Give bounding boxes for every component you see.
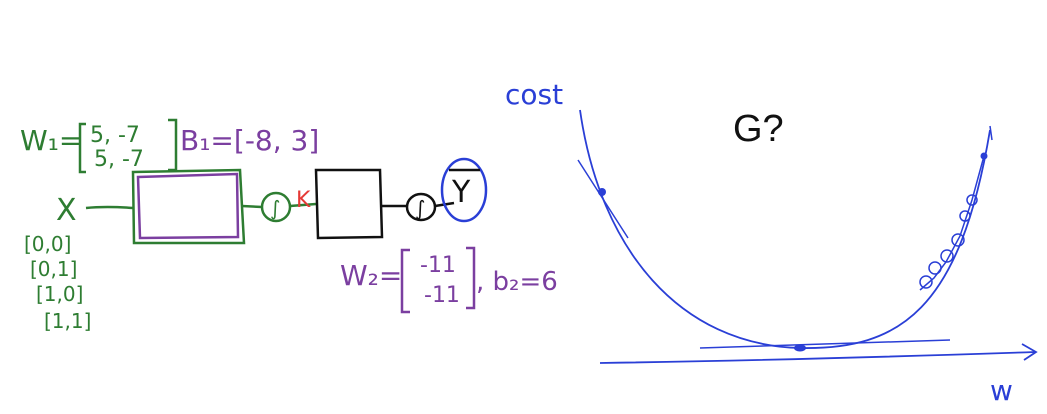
gradient-point-min (794, 344, 806, 352)
step-point (919, 275, 933, 289)
sigmoid1-circle (260, 191, 292, 223)
w-axis-arrow (1021, 343, 1038, 361)
w-axis-line (599, 351, 1036, 364)
w1-bracket-left (78, 122, 86, 174)
w-axis-label: w (990, 374, 1013, 407)
w1-bracket-right (168, 118, 178, 172)
sigmoid2-circle (405, 192, 437, 222)
w2-bracket-right (466, 246, 476, 310)
input-item: [1,0] (36, 282, 83, 306)
w2-row-1: -11 (420, 253, 456, 278)
step-point (928, 261, 942, 275)
w1-row-2: 5, -7 (94, 147, 144, 172)
input-item: [1,1] (44, 309, 91, 333)
x-to-layer1-line (85, 205, 135, 210)
k-label: K (296, 188, 311, 213)
w2-label: W₂= (340, 259, 402, 292)
sigmoid1-to-k-line (289, 202, 317, 208)
step-point (940, 249, 954, 263)
cost-curve (579, 109, 991, 349)
step-point (966, 194, 978, 206)
sigmoid2-icon: ∫ (415, 196, 425, 220)
w1-row-1: 5, -7 (90, 123, 140, 148)
x-input-label: X (56, 193, 77, 228)
gradient-point-left (598, 188, 606, 196)
input-item: [0,1] (30, 257, 77, 281)
b1-label: B₁=[-8, 3] (180, 124, 319, 157)
curve-tip (989, 125, 993, 141)
cost-curve-plot: cost w (505, 78, 1038, 407)
sigmoid1-icon: ∫ (270, 196, 280, 220)
cost-axis-label: cost (505, 78, 563, 111)
tangent-min (699, 339, 951, 349)
layer1-to-sigmoid-line (241, 204, 263, 209)
layer1-box-purple (136, 172, 240, 240)
step-point (951, 233, 965, 247)
output-label: Y (451, 175, 471, 210)
step-point (980, 152, 988, 160)
output-circle (440, 157, 488, 223)
network-diagram: W₁= 5, -7 5, -7 B₁=[-8, 3] X [0,0] [0,1]… (20, 118, 558, 333)
input-item: [0,0] (24, 232, 71, 256)
layer1-box-green (131, 168, 246, 245)
w2-bracket-left (400, 248, 410, 314)
question-label: G? (733, 108, 784, 150)
layer2-box (314, 168, 384, 240)
w1-label: W₁= (20, 124, 82, 157)
tangent-left (577, 159, 629, 239)
w2-row-2: -11 (424, 283, 460, 308)
input-list: [0,0] [0,1] [1,0] [1,1] (24, 232, 91, 333)
step-point (959, 210, 971, 222)
b2-label: , b₂=6 (476, 267, 558, 297)
